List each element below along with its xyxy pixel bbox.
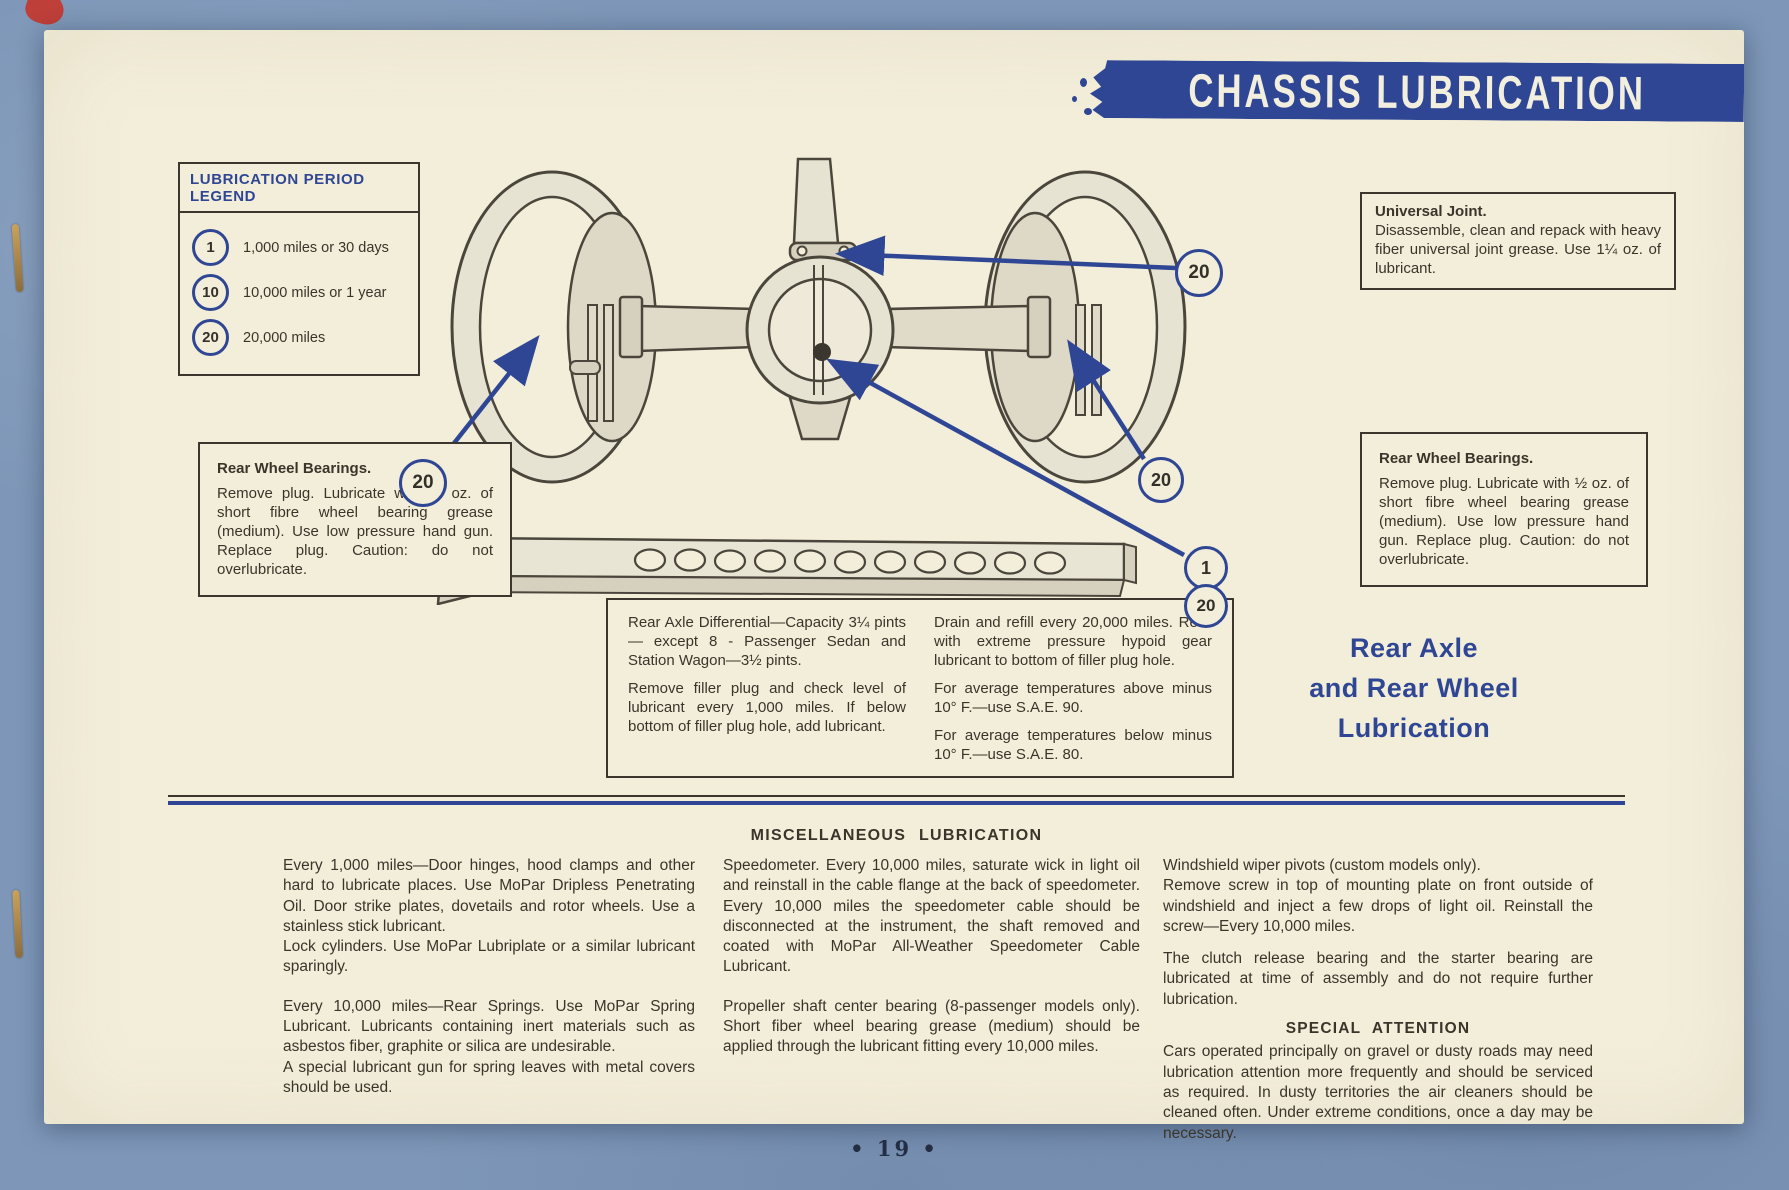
callout-body: For average temperatures above minus 10°…: [934, 680, 1212, 717]
callout-title: Universal Joint.: [1375, 203, 1487, 220]
period-badge-20: 20: [1175, 249, 1223, 297]
right-hub: [1026, 295, 1052, 359]
legend-item: 20 20,000 miles: [192, 319, 406, 356]
legend-item: 10 10,000 miles or 1 year: [192, 274, 406, 311]
differential-callout-col2: Drain and refill every 20,000 miles. Ref…: [934, 613, 1212, 764]
misc-section-title: MISCELLANEOUS LUBRICATION: [750, 827, 1043, 844]
period-badge-20: 20: [1138, 457, 1184, 503]
special-attention-title: SPECIAL ATTENTION: [1285, 1020, 1471, 1038]
callout-body: Drain and refill every 20,000 miles. Ref…: [934, 614, 1212, 670]
period-badge-20: 20: [399, 459, 447, 507]
section-heading-line: Lubrication: [1337, 713, 1491, 743]
brush-speck: [1080, 78, 1087, 87]
period-1-icon: 1: [192, 229, 229, 266]
lubrication-period-legend: LUBRICATION PERIOD LEGEND 1 1,000 miles …: [178, 162, 420, 376]
callout-title: Rear Wheel Bearings.: [217, 460, 372, 477]
misc-column-3: Windshield wiper pivots (custom models o…: [1163, 856, 1593, 1144]
callout-body: Rear Axle Differential—Capacity 3¼ pints…: [628, 614, 906, 670]
arrow-universal-joint: [835, 235, 1177, 276]
misc-paragraph: A special lubricant gun for spring leave…: [283, 1058, 695, 1096]
staple: [12, 889, 23, 959]
misc-paragraph: Propeller shaft center bearing (8-passen…: [723, 997, 1140, 1056]
callout-title: Rear Wheel Bearings.: [1379, 450, 1534, 467]
divider-rule-thin: [168, 795, 1625, 797]
axle-housing: [569, 295, 1102, 422]
red-ink-mark: [21, 0, 69, 30]
rear-wheel-bearings-callout-right: Rear Wheel Bearings. Remove plug. Lubric…: [1360, 432, 1648, 588]
misc-paragraph: Speedometer. Every 10,000 miles, saturat…: [723, 857, 1140, 976]
brush-speck: [1072, 96, 1077, 102]
callout-body: Remove plug. Lubricate with ½ oz. of sho…: [1379, 475, 1629, 569]
callout-body: Remove filler plug and check level of lu…: [628, 680, 906, 736]
period-badge-1: 1: [1184, 546, 1228, 590]
legend-item-label: 10,000 miles or 1 year: [243, 284, 387, 301]
differential: [745, 255, 895, 441]
section-heading-line: Rear Axle: [1349, 633, 1479, 663]
brush-speck: [1084, 108, 1092, 115]
divider-rule-navy: [168, 801, 1625, 805]
legend-title: LUBRICATION PERIOD LEGEND: [180, 164, 418, 213]
staple: [11, 223, 24, 293]
period-20-icon: 20: [192, 319, 229, 356]
callout-body: For average temperatures below minus 10°…: [934, 727, 1212, 764]
section-heading-line: and Rear Wheel: [1309, 673, 1519, 703]
legend-body: 1 1,000 miles or 30 days 10 10,000 miles…: [180, 213, 418, 374]
misc-paragraph: Lock cylinders. Use MoPar Lubriplate or …: [283, 938, 695, 976]
legend-item-label: 1,000 miles or 30 days: [243, 239, 389, 256]
legend-item-label: 20,000 miles: [243, 329, 326, 346]
cross-member: [436, 529, 1137, 605]
chapter-title: CHASSIS LUBRICATION: [1188, 63, 1646, 119]
page-number: • 19 •: [850, 1136, 939, 1161]
misc-paragraph: Remove screw in top of mounting plate on…: [1163, 877, 1593, 935]
arrow-differential: [826, 358, 1186, 557]
differential-callout: Rear Axle Differential—Capacity 3¼ pints…: [606, 598, 1234, 779]
misc-paragraph: The clutch release bearing and the start…: [1163, 950, 1593, 1008]
arrow-right-wheel-bearing: [1067, 339, 1146, 461]
misc-column-1: Every 1,000 miles—Door hinges, hood clam…: [283, 856, 695, 1098]
section-heading: Rear Axle and Rear Wheel Lubrication: [1244, 628, 1584, 748]
special-attention-body: Cars operated principally on gravel or d…: [1163, 1043, 1593, 1142]
misc-column-2: Speedometer. Every 10,000 miles, saturat…: [723, 856, 1140, 1058]
misc-paragraph: Windshield wiper pivots (custom models o…: [1163, 857, 1481, 874]
differential-callout-col1: Rear Axle Differential—Capacity 3¼ pints…: [628, 613, 906, 764]
filler-plug: [813, 343, 831, 361]
callout-body: Remove plug. Lubricate with ½ oz. of sho…: [217, 485, 493, 579]
misc-paragraph: Every 1,000 miles—Door hinges, hood clam…: [283, 857, 695, 935]
universal-joint-callout: Universal Joint. Disassemble, clean and …: [1360, 192, 1676, 291]
misc-paragraph: Every 10,000 miles—Rear Springs. Use MoP…: [283, 997, 695, 1056]
manual-page: CHASSIS LUBRICATION LUBRICATION PERIOD L…: [44, 30, 1744, 1142]
rear-wheel-bearings-callout-left: Rear Wheel Bearings. Remove plug. Lubric…: [198, 442, 512, 598]
period-badge-20: 20: [1184, 584, 1228, 628]
chapter-banner: CHASSIS LUBRICATION: [1090, 60, 1744, 122]
driveshaft: [788, 157, 858, 262]
callout-body: Disassemble, clean and repack with heavy…: [1375, 222, 1661, 278]
left-hub: [618, 295, 644, 359]
legend-item: 1 1,000 miles or 30 days: [192, 229, 406, 266]
period-10-icon: 10: [192, 274, 229, 311]
rear-axle-illustration: [434, 157, 1187, 605]
